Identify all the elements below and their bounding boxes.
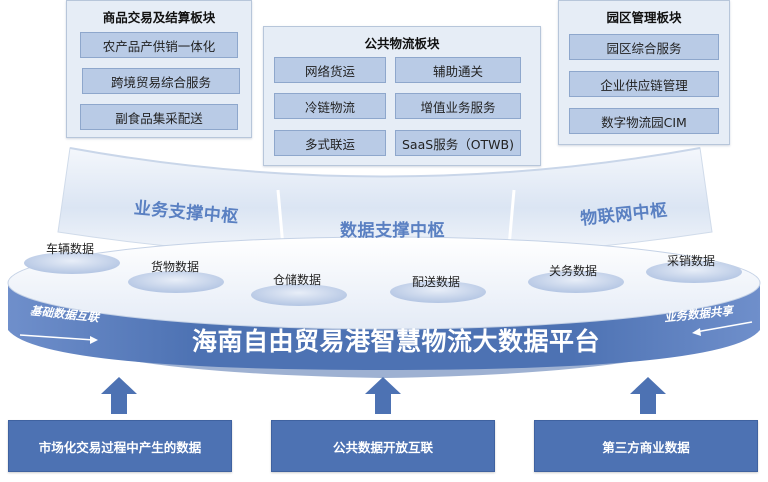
logistics-item[interactable]: 辅助通关 — [395, 57, 521, 83]
data-discs — [24, 252, 742, 306]
logistics-item[interactable]: 冷链物流 — [274, 93, 386, 119]
disc-label-customs: 关务数据 — [549, 264, 598, 278]
park-module-panel: 园区管理板块 园区综合服务 企业供应链管理 数字物流园CIM — [558, 0, 730, 145]
park-module-title: 园区管理板块 — [606, 10, 682, 25]
trade-module-panel: 商品交易及结算板块 农产品产供销一体化 跨境贸易综合服务 副食品集采配送 — [66, 0, 252, 138]
park-item[interactable]: 园区综合服务 — [569, 34, 719, 60]
logistics-item[interactable]: 网络货运 — [274, 57, 386, 83]
logistics-item[interactable]: 多式联运 — [274, 130, 386, 156]
source-public-open-data[interactable]: 公共数据开放互联 — [271, 420, 495, 472]
disc-label-cargo: 货物数据 — [151, 260, 200, 274]
source-market-trade-data[interactable]: 市场化交易过程中产生的数据 — [8, 420, 232, 472]
logistics-module-panel: 公共物流板块 网络货运 辅助通关 冷链物流 增值业务服务 多式联运 SaaS服务… — [263, 26, 541, 166]
trade-item[interactable]: 农产品产供销一体化 — [80, 32, 238, 58]
disc-label-warehouse: 仓储数据 — [273, 273, 322, 287]
left-flow-arrow — [19, 334, 98, 344]
trade-module-title: 商品交易及结算板块 — [102, 10, 216, 25]
trade-item[interactable]: 副食品集采配送 — [80, 104, 238, 130]
hub-data-support: 数据支撑中枢 — [340, 221, 445, 241]
disc-vehicle — [24, 252, 120, 274]
disc-cargo — [128, 271, 224, 293]
park-item[interactable]: 数字物流园CIM — [569, 108, 719, 134]
logistics-item[interactable]: SaaS服务（OTWB) — [395, 130, 521, 156]
park-item[interactable]: 企业供应链管理 — [569, 71, 719, 97]
disc-label-procurement: 采销数据 — [667, 254, 716, 268]
disc-customs — [528, 271, 624, 293]
source-third-party-data[interactable]: 第三方商业数据 — [534, 420, 758, 472]
up-arrow-icon — [365, 377, 401, 414]
disc-delivery — [390, 281, 486, 303]
logistics-item[interactable]: 增值业务服务 — [395, 93, 521, 119]
trade-item[interactable]: 跨境贸易综合服务 — [82, 68, 240, 94]
up-arrow-icon — [101, 377, 137, 414]
disc-warehouse — [251, 284, 347, 306]
right-flow-arrow — [692, 321, 753, 336]
platform-disc — [7, 236, 761, 378]
disc-label-vehicle: 车辆数据 — [46, 242, 95, 256]
platform-title: 海南自由贸易港智慧物流大数据平台 — [191, 327, 600, 356]
disc-label-delivery: 配送数据 — [412, 275, 461, 289]
up-arrow-icon — [630, 377, 666, 414]
disc-procurement — [646, 261, 742, 283]
logistics-module-title: 公共物流板块 — [364, 36, 440, 51]
